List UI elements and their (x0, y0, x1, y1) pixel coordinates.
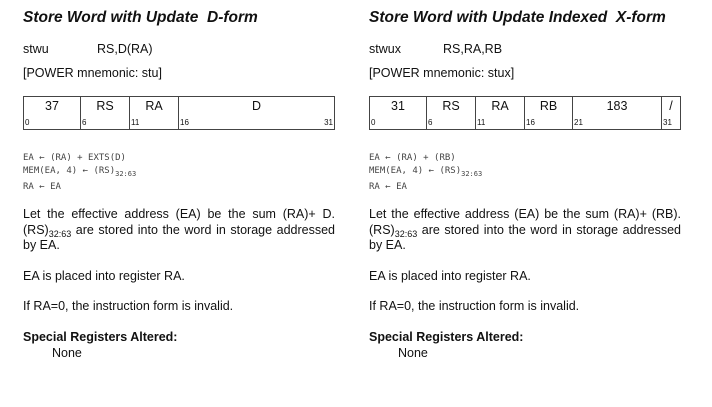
special-registers-value: None (398, 346, 428, 360)
field-start-bit: 0 (25, 118, 30, 127)
description-text: Let the effective address (EA) be the su… (369, 207, 681, 237)
format-field: 183 21 (573, 97, 662, 129)
field-start-bit: 0 (371, 118, 376, 127)
format-field: RB 16 (525, 97, 573, 129)
description-text: Let the effective address (EA) be the su… (23, 207, 335, 237)
code-line: RA ← EA (369, 182, 407, 192)
description-paragraph: Let the effective address (EA) be the su… (23, 207, 335, 254)
description-paragraph: EA is placed into register RA. (369, 269, 531, 283)
field-name: 183 (606, 99, 628, 113)
field-start-bit: 6 (82, 118, 87, 127)
special-registers-heading: Special Registers Altered: (23, 330, 178, 344)
field-start-bit: 6 (428, 118, 433, 127)
format-field: 31 0 (370, 97, 427, 129)
field-end-bit: 31 (324, 118, 333, 127)
description-paragraph: Let the effective address (EA) be the su… (369, 207, 681, 254)
description-text: are stored into the word in storage addr… (23, 222, 335, 253)
code-subscript: 32:63 (115, 170, 137, 178)
power-mnemonic: [POWER mnemonic: stux] (369, 66, 515, 80)
operands: RS,RA,RB (443, 42, 503, 56)
code-line: EA ← (RA) + (RB) (369, 153, 456, 163)
field-name: RB (539, 99, 558, 113)
mnemonic: stwux (369, 42, 401, 56)
field-name: RA (145, 99, 163, 113)
field-name: 37 (45, 99, 59, 113)
instruction-title: Store Word with Update D-form (23, 9, 258, 26)
pseudocode: EA ← (RA) + (RB) MEM(EA, 4) ← (RS)32:63 … (369, 152, 482, 194)
code-line: RA ← EA (23, 182, 61, 192)
field-start-bit: 11 (131, 118, 140, 127)
format-field: / 31 (662, 97, 680, 129)
special-registers-value: None (52, 346, 82, 360)
description-text: are stored into the word in storage addr… (369, 222, 681, 253)
field-start-bit: 21 (574, 118, 583, 127)
format-field: RA 11 (130, 97, 179, 129)
code-line: EA ← (RA) + EXTS(D) (23, 153, 126, 163)
format-field: RS 6 (81, 97, 130, 129)
field-name: 31 (391, 99, 405, 113)
field-start-bit: 31 (663, 118, 672, 127)
field-name: RS (442, 99, 460, 113)
field-name: D (251, 99, 262, 113)
format-field: 37 0 (24, 97, 81, 129)
code-line: MEM(EA, 4) ← (RS) (23, 166, 116, 176)
format-field: D 16 31 (179, 97, 334, 129)
instruction-format-table: 37 0 RS 6 RA 11 D 16 31 (23, 96, 335, 130)
code-subscript: 32:63 (461, 170, 483, 178)
instruction-format-table: 31 0 RS 6 RA 11 RB 16 183 21 / 31 (369, 96, 681, 130)
instruction-title: Store Word with Update Indexed X-form (369, 9, 666, 26)
field-name: RA (491, 99, 509, 113)
power-mnemonic: [POWER mnemonic: stu] (23, 66, 162, 80)
format-field: RS 6 (427, 97, 476, 129)
format-field: RA 11 (476, 97, 525, 129)
description-subscript: 32:63 (48, 228, 72, 239)
operands: RS,D(RA) (97, 42, 153, 56)
pseudocode: EA ← (RA) + EXTS(D) MEM(EA, 4) ← (RS)32:… (23, 152, 136, 194)
mnemonic: stwu (23, 42, 49, 56)
description-subscript: 32:63 (394, 228, 418, 239)
field-name: RS (96, 99, 114, 113)
description-paragraph: EA is placed into register RA. (23, 269, 185, 283)
field-name: / (669, 99, 673, 113)
field-start-bit: 16 (526, 118, 535, 127)
special-registers-heading: Special Registers Altered: (369, 330, 524, 344)
description-paragraph: If RA=0, the instruction form is invalid… (23, 299, 234, 313)
field-start-bit: 16 (180, 118, 189, 127)
code-line: MEM(EA, 4) ← (RS) (369, 166, 462, 176)
description-paragraph: If RA=0, the instruction form is invalid… (369, 299, 580, 313)
field-start-bit: 11 (477, 118, 486, 127)
